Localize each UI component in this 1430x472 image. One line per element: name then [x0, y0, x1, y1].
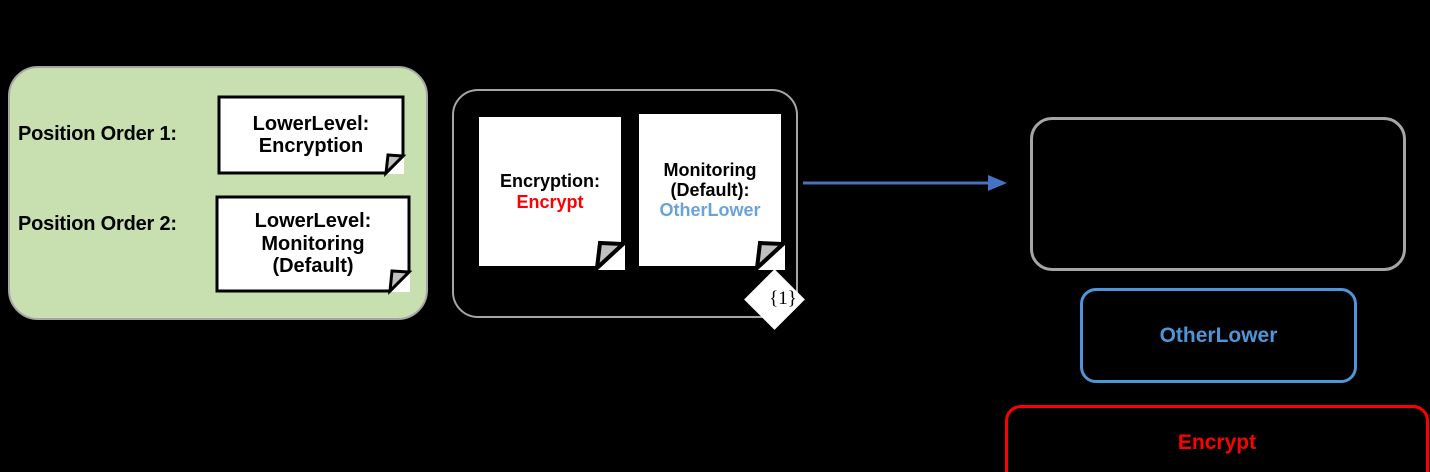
note-line-1: LowerLevel:	[252, 112, 370, 135]
note-outline-icon	[635, 110, 788, 274]
result-box-encrypt[interactable]: Encrypt	[1005, 405, 1429, 472]
note-monitoring-otherlower[interactable]: Monitoring (Default): OtherLower	[635, 110, 788, 274]
note-text: Monitoring (Default): OtherLower	[653, 160, 766, 220]
note-title: Encryption:	[499, 171, 600, 192]
result-box-otherlower[interactable]: OtherLower	[1080, 288, 1357, 383]
note-line-1: LowerLevel:	[254, 210, 372, 233]
position-order-2-label: Position Order 2:	[18, 213, 177, 235]
note-line-3: (Default)	[272, 255, 354, 278]
note-text: LowerLevel: Monitoring (Default)	[249, 210, 378, 277]
result-box-otherlower-label: OtherLower	[1159, 323, 1278, 347]
note-encryption-encrypt[interactable]: Encryption: Encrypt	[475, 113, 628, 274]
note-text: Encryption: Encrypt	[494, 171, 606, 211]
position-order-1-label: Position Order 1:	[18, 123, 177, 145]
note-value: Encrypt	[516, 191, 584, 212]
note-line-2: Monitoring	[261, 232, 365, 255]
note-lowerlevel-encryption[interactable]: LowerLevel: Encryption	[217, 95, 407, 178]
result-box-empty[interactable]	[1030, 117, 1406, 271]
note-text: LowerLevel: Encryption	[247, 113, 376, 158]
note-value: OtherLower	[659, 200, 761, 221]
note-outline-icon	[217, 95, 407, 178]
note-title-line-1: Monitoring	[663, 159, 757, 180]
note-line-2: Encryption	[258, 135, 364, 157]
note-lowerlevel-monitoring[interactable]: LowerLevel: Monitoring (Default)	[215, 195, 413, 296]
result-box-encrypt-label: Encrypt	[1177, 431, 1257, 454]
note-outline-icon	[215, 195, 413, 296]
note-title-line-2: (Default):	[670, 179, 750, 200]
note-outline-icon	[475, 113, 628, 274]
multiplicity-label: {1}	[769, 288, 797, 309]
flow-arrow-icon	[803, 175, 1007, 191]
